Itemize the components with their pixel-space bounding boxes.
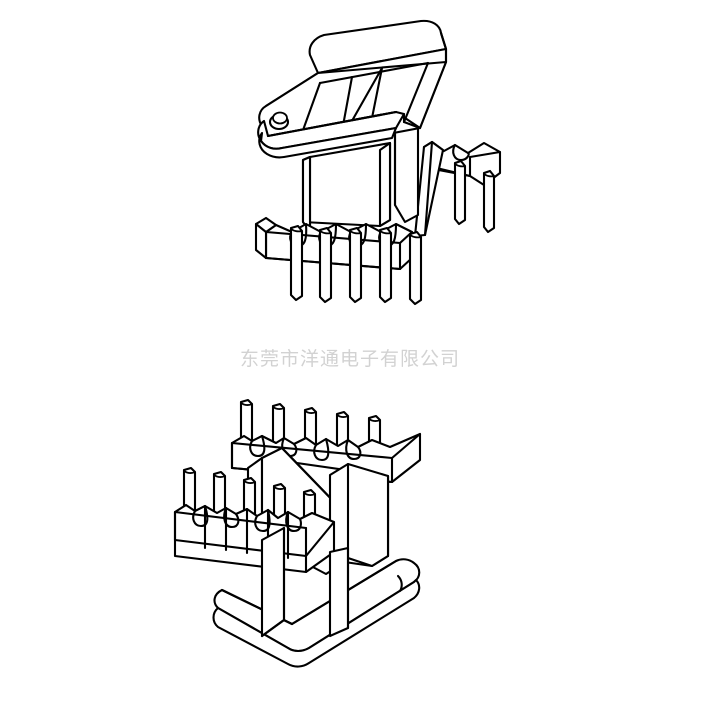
center-core-front [301, 141, 392, 234]
top-flange-plate [257, 19, 448, 159]
terminal-pin [348, 226, 363, 304]
terminal-pin [378, 226, 393, 304]
base-plate [212, 558, 421, 668]
core-legs [260, 526, 350, 638]
terminal-pin [289, 224, 304, 302]
inverted-bobbin-group [173, 398, 422, 668]
watermark-text: 东莞市洋通电子有限公司 [240, 348, 461, 370]
terminal-pin [408, 230, 423, 306]
front-pin-rail-upright [264, 222, 423, 306]
locator-boss-icon [268, 111, 290, 131]
upright-bobbin-group [254, 19, 502, 306]
terminal-pin [318, 226, 333, 304]
left-base-corner [254, 216, 278, 260]
front-pin-rail-inverted [173, 466, 336, 574]
rear-pin-rail-upright [413, 140, 502, 238]
